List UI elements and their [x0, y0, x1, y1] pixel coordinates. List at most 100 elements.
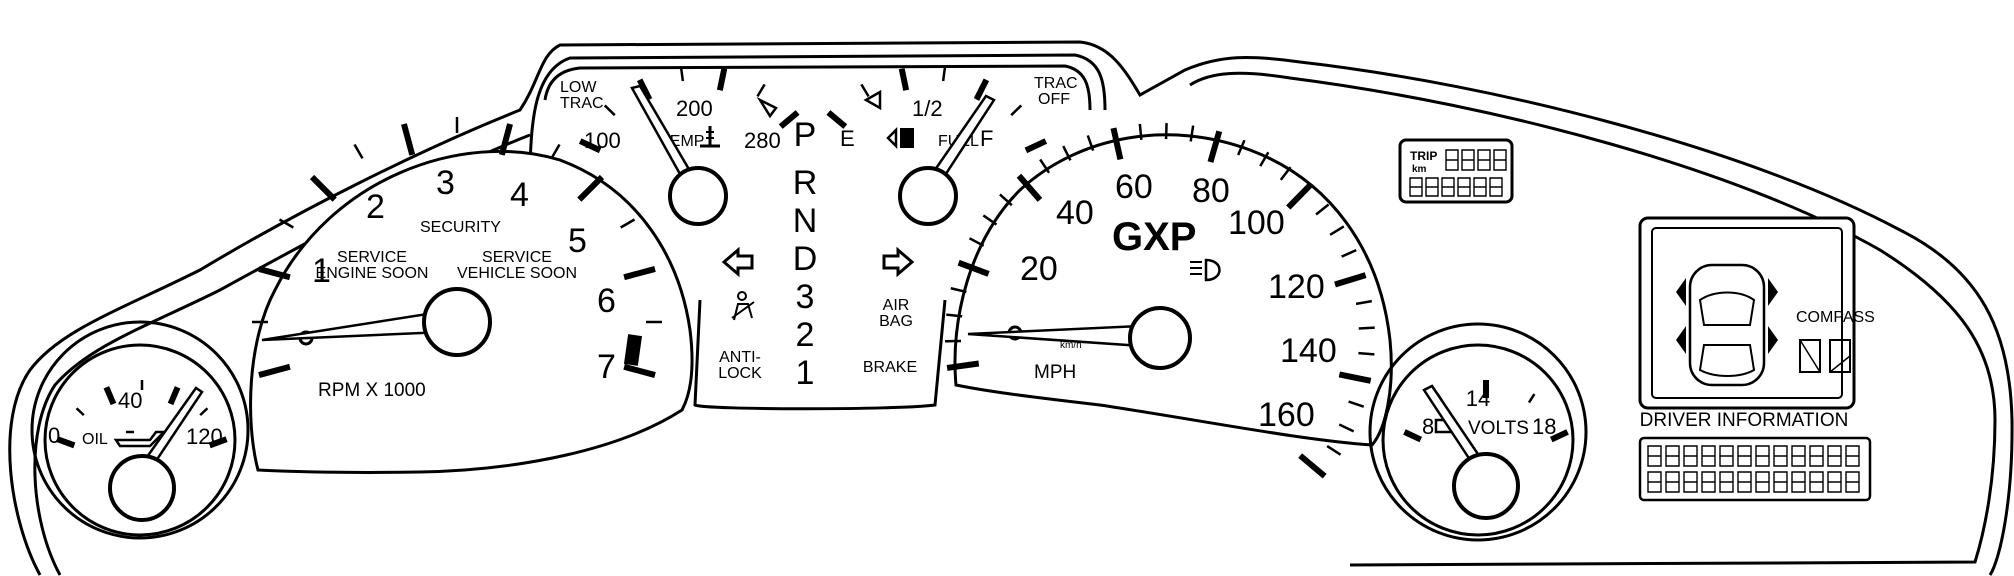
tach-major-tick	[623, 363, 656, 378]
service-engine-label-2: ENGINE SOON	[316, 265, 429, 282]
temp-number-200: 200	[676, 96, 713, 121]
tach-major-tick	[577, 174, 605, 202]
dic-lcd-character	[1665, 471, 1680, 493]
dic-lcd-character	[1755, 471, 1770, 493]
air-bag-label-2: BAG	[879, 313, 913, 330]
trip-odometer: TRIP km	[1398, 138, 1514, 204]
trac-off-label-2: OFF	[1038, 91, 1070, 108]
trip-lcd-digit	[1477, 149, 1491, 171]
compass-display	[1799, 339, 1851, 373]
temp-minor-tick	[679, 66, 685, 82]
speedo-minor-tick	[946, 313, 963, 318]
rpm-unit-label: RPM X 1000	[318, 380, 426, 401]
low-trac-label-1: LOW	[560, 79, 597, 96]
speedo-number-80: 80	[1192, 172, 1230, 210]
gear-selector: P R N D 3 2 1	[793, 116, 818, 392]
vehicle-display-inner	[1651, 227, 1843, 399]
volts-hub	[1452, 452, 1520, 520]
volts-minor-tick	[1527, 393, 1536, 404]
oil-number-40: 40	[118, 388, 142, 413]
tach-number-7: 7	[597, 348, 616, 386]
trip-km-label: km	[1412, 164, 1427, 175]
speedo-minor-tick	[1138, 123, 1143, 140]
dic-lcd-character	[1845, 445, 1860, 467]
anti-lock-label-1: ANTI-	[719, 349, 761, 366]
speedo-minor-tick	[1315, 203, 1330, 216]
speedo-minor-tick	[1279, 166, 1292, 181]
gear-r: R	[793, 164, 818, 202]
dic-lcd-character	[1719, 445, 1734, 467]
service-vehicle-label-2: VEHICLE SOON	[457, 265, 577, 282]
fuel-ticks	[826, 66, 1048, 154]
dic-lcd-character	[1701, 471, 1716, 493]
dic-lcd-character	[1647, 471, 1662, 493]
dic-lcd-character	[1791, 471, 1806, 493]
odometer-lcd-digit	[1441, 177, 1455, 197]
tachometer: 1 2 3 4 5 6 7 SECURITY SERVICE ENGINE SO…	[249, 117, 694, 474]
mph-unit-label: MPH	[1034, 362, 1076, 383]
trip-lcd-digit	[1445, 149, 1459, 171]
temp-minor-tick	[603, 104, 616, 117]
dic-lcd-character	[1665, 445, 1680, 467]
dic-lcd-character	[1701, 445, 1716, 467]
speedo-major-tick	[1016, 173, 1043, 202]
oil-hub	[108, 454, 176, 522]
dic-lcd-character	[1773, 445, 1788, 467]
dic-lcd-frame	[1638, 436, 1872, 502]
service-vehicle-label-1: SERVICE	[482, 249, 552, 266]
brake-label: BRAKE	[863, 359, 917, 376]
gear-1: 1	[796, 354, 815, 392]
oil-gauge: 0 40 120 OIL	[30, 320, 250, 540]
volts-number-18: 18	[1532, 414, 1556, 439]
odometer-lcd-digit	[1473, 177, 1487, 197]
tach-hub	[422, 287, 492, 357]
volts-major-tick	[1403, 429, 1423, 443]
temp-hub	[668, 166, 728, 226]
speedo-minor-tick	[1329, 225, 1345, 236]
dic-lcd-character	[1773, 471, 1788, 493]
tach-major-tick	[498, 123, 513, 156]
speedo-major-tick	[1338, 371, 1372, 384]
tach-number-4: 4	[510, 176, 529, 214]
tach-major-tick	[623, 266, 656, 281]
speedo-hub	[1128, 306, 1192, 370]
oil-number-120: 120	[186, 424, 223, 449]
speedo-minor-tick	[1189, 125, 1195, 142]
speedo-minor-tick	[1039, 158, 1051, 174]
speedo-number-40: 40	[1056, 194, 1094, 232]
trip-lcd-digits	[1409, 149, 1507, 197]
speedo-major-tick	[1298, 453, 1327, 479]
service-engine-label-1: SERVICE	[337, 249, 407, 266]
temp-number-280: 280	[744, 128, 781, 153]
tach-number-3: 3	[436, 164, 455, 202]
volts-number-8: 8	[1422, 414, 1434, 439]
dic-lcd-digits	[1647, 445, 1860, 493]
speedo-minor-tick	[1358, 351, 1375, 356]
oil-gauge-rim	[30, 320, 250, 540]
dic-lcd-character	[1737, 471, 1752, 493]
driver-information-center: DRIVER INFORMATION	[1638, 410, 1872, 502]
voltmeter: 8 14 18 VOLTS	[1368, 322, 1588, 542]
fuel-minor-tick	[941, 66, 947, 82]
fuel-pump-icon	[886, 126, 914, 150]
dic-lcd-character	[1683, 445, 1698, 467]
volts-label: VOLTS	[1468, 418, 1529, 439]
fuel-reserve-icon	[863, 89, 882, 111]
dic-lcd-character	[1809, 471, 1824, 493]
volts-gauge-rim	[1368, 322, 1588, 542]
dic-lcd-character	[1827, 445, 1842, 467]
speedo-number-120: 120	[1268, 268, 1325, 306]
lower-center-panel	[693, 299, 947, 411]
right-turn-signal-icon	[882, 246, 915, 278]
left-turn-signal-icon	[721, 246, 754, 278]
temp-ticks	[578, 66, 800, 154]
fuel-major-tick	[973, 78, 990, 101]
speedo-minor-tick	[1237, 139, 1246, 156]
compass-label: COMPASS	[1796, 309, 1875, 326]
speedo-major-tick	[957, 259, 990, 277]
fuel-major-tick	[898, 68, 910, 91]
trip-lcd-digit	[1461, 149, 1475, 171]
security-label: SECURITY	[420, 219, 501, 236]
odometer-lcd-digit	[1489, 177, 1503, 197]
speedo-minor-tick	[1326, 444, 1342, 456]
